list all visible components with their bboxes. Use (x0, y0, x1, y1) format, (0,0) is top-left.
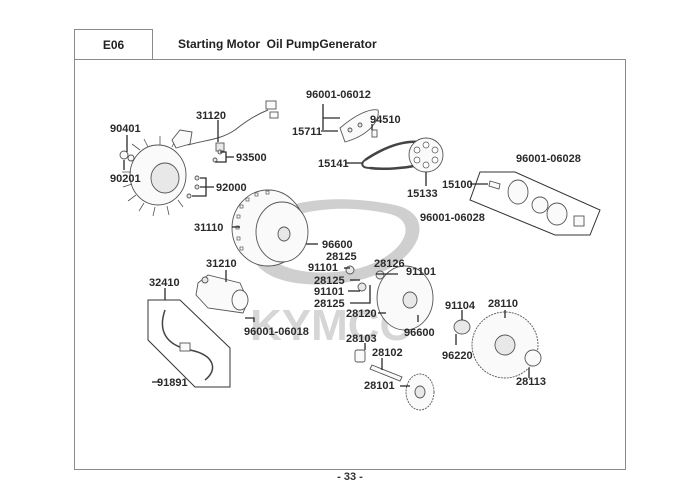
callout-labels: 90401 90201 31120 93500 92000 96001-0601… (110, 89, 581, 392)
leader-lines (123, 104, 530, 387)
callout-31110[interactable]: 31110 (194, 222, 223, 234)
callout-31210[interactable]: 31210 (206, 258, 237, 270)
starter-cable-box (147, 299, 231, 388)
section-code: E06 (102, 37, 125, 52)
diagram-frame (74, 59, 626, 470)
stator-part (122, 100, 279, 217)
callout-28125-c[interactable]: 28125 (314, 298, 345, 310)
callout-96001-06018[interactable]: 96001-06018 (244, 326, 309, 338)
bushing-28113-part (524, 349, 542, 367)
page-number: - 33 - (337, 471, 363, 483)
oil-pump-assy-box (469, 171, 601, 236)
washer-90401-part (119, 150, 135, 162)
callout-96600-b[interactable]: 96600 (404, 327, 435, 339)
callout-28102[interactable]: 28102 (372, 347, 403, 359)
callout-96001-06028-b[interactable]: 96001-06028 (420, 212, 485, 224)
callout-91891[interactable]: 91891 (157, 377, 188, 389)
oil-pump-cover-part (339, 109, 379, 143)
callout-91101-b[interactable]: 91101 (406, 266, 436, 278)
sprocket-15133-part (408, 137, 444, 173)
callout-28113[interactable]: 28113 (516, 376, 546, 388)
starting-motor-part (195, 274, 249, 314)
callout-15141[interactable]: 15141 (318, 158, 349, 170)
callout-93500[interactable]: 93500 (236, 152, 267, 164)
callout-91101-a[interactable]: 91101 (308, 262, 338, 274)
reduction-gear-28101-part (405, 373, 435, 411)
callout-28110[interactable]: 28110 (488, 298, 518, 310)
callout-90201[interactable]: 90201 (110, 173, 141, 185)
callout-28125-a[interactable]: 28125 (326, 251, 357, 263)
callout-28101[interactable]: 28101 (364, 380, 395, 392)
rollers-91101-part (345, 265, 385, 292)
callout-31120[interactable]: 31120 (196, 110, 226, 122)
callout-15100[interactable]: 15100 (442, 179, 473, 191)
callout-96600-a[interactable]: 96600 (322, 239, 353, 251)
pin-94510-part (371, 129, 378, 138)
section-code-tab: E06 (74, 29, 153, 59)
flywheel-part (231, 189, 309, 267)
bolts-92000-part (186, 175, 200, 199)
callout-15711[interactable]: 15711 (292, 126, 322, 138)
callout-91104[interactable]: 91104 (445, 300, 476, 312)
callout-96220[interactable]: 96220 (442, 350, 473, 362)
starter-clutch-part (376, 265, 434, 331)
needle-bearing-91104-part (453, 319, 471, 335)
callout-15133[interactable]: 15133 (407, 188, 438, 200)
page-title: Starting Motor Oil PumpGenerator (178, 37, 377, 51)
callout-96001-06028-a[interactable]: 96001-06028 (516, 153, 581, 165)
watermark-ring (250, 199, 420, 285)
callout-94510[interactable]: 94510 (370, 114, 401, 126)
callout-28126[interactable]: 28126 (374, 258, 405, 270)
callout-32410[interactable]: 32410 (149, 277, 180, 289)
shaft-28102-part (369, 364, 403, 382)
callout-92000[interactable]: 92000 (216, 182, 247, 194)
callout-91101-c[interactable]: 91101 (314, 286, 344, 298)
callout-28103[interactable]: 28103 (346, 333, 377, 345)
callout-96001-06012[interactable]: 96001-06012 (306, 89, 371, 101)
collar-28103-part (354, 349, 366, 363)
callout-28120[interactable]: 28120 (346, 308, 377, 320)
callout-90401[interactable]: 90401 (110, 123, 141, 135)
callout-28125-b[interactable]: 28125 (314, 275, 345, 287)
starter-driven-gear-28110-part (471, 311, 539, 379)
